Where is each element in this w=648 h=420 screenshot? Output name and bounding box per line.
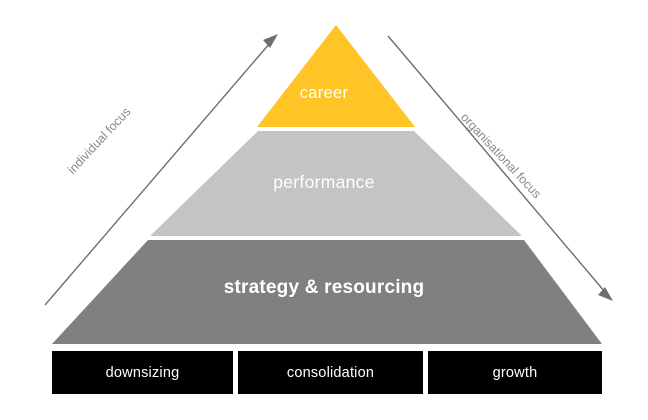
pyramid-label-strategy-resourcing: strategy & resourcing	[223, 277, 425, 298]
pyramid-band-strategy-resourcing	[52, 240, 602, 344]
stage-box-growth: growth	[428, 351, 602, 394]
individual-focus-arrow	[44, 34, 278, 306]
stage-box-downsizing: downsizing	[52, 351, 233, 394]
pyramid-band-performance	[150, 131, 522, 236]
stage-label-consolidation: consolidation	[286, 364, 375, 381]
pyramid-label-performance: performance	[273, 172, 375, 192]
pyramid-band-career	[257, 25, 415, 127]
stage-label-downsizing: downsizing	[105, 364, 180, 381]
organisational-focus-arrow	[387, 35, 613, 301]
pyramid-label-career: career	[299, 84, 349, 102]
stage-box-consolidation: consolidation	[238, 351, 423, 394]
stage-label-growth: growth	[492, 364, 538, 381]
